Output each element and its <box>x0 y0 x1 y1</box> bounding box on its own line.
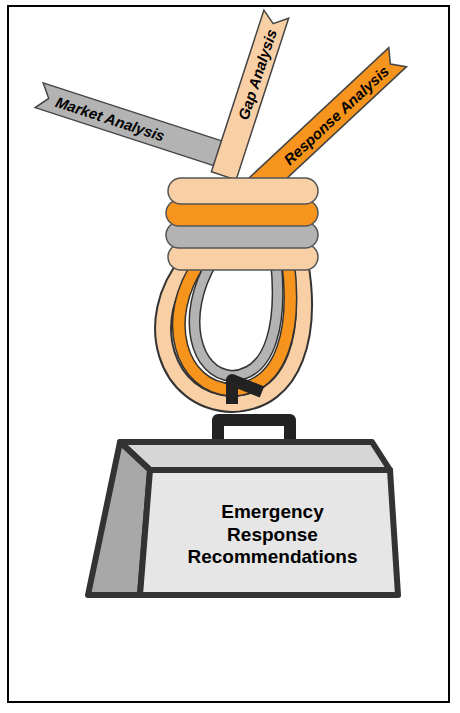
weight-text-area: Emergency Response Recommendations <box>155 480 390 590</box>
weight-label: Emergency Response Recommendations <box>183 501 363 569</box>
weight-box: Emergency Response Recommendations <box>85 435 400 600</box>
ribbon-label: Response Analysis <box>281 63 391 167</box>
analysis-ribbon: Market Analysis <box>35 83 245 173</box>
